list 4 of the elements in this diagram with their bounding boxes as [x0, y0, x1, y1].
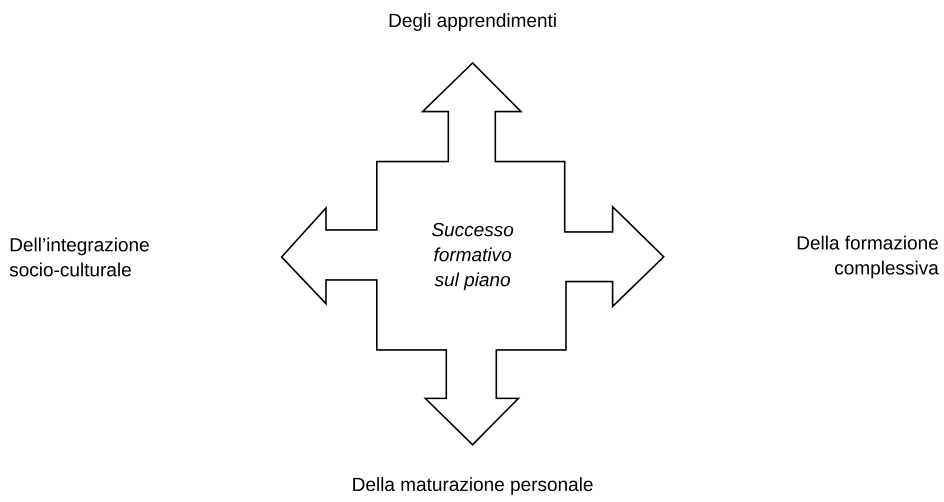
text-label: Della formazione complessiva	[798, 236, 939, 278]
text-label: Dell’integrazione socio-culturale	[10, 238, 149, 276]
text-label: Degli apprendimenti	[390, 13, 556, 31]
text-label: Della maturazione personale	[353, 477, 593, 495]
